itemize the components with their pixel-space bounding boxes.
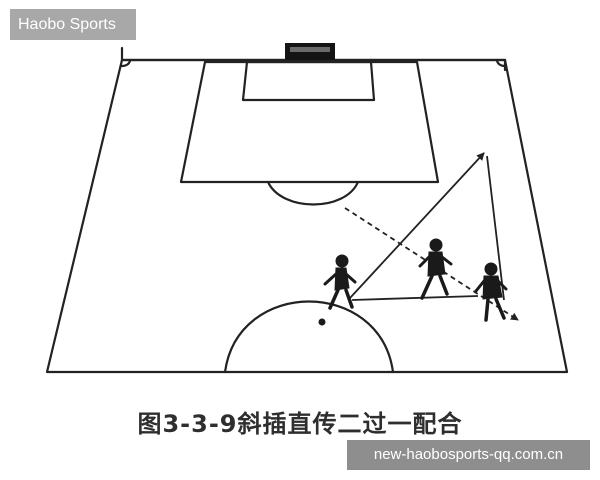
center-circle-arc [223, 300, 395, 374]
player-3 [474, 262, 508, 322]
goal-net-highlight [290, 47, 330, 52]
through-pass-line [486, 155, 505, 301]
wall-pass-line [349, 152, 485, 299]
goal-area [241, 60, 376, 102]
corner-arc-left [120, 58, 132, 68]
figure-caption: 图3-3-9斜插直传二过一配合 [137, 410, 463, 438]
penalty-arc [266, 180, 360, 206]
watermark-bottom: new-haobosports-qq.com.cn [347, 440, 590, 470]
player-1 [318, 254, 357, 326]
first-pass-line [351, 295, 479, 301]
pitch-outline [45, 58, 569, 374]
player-2 [418, 238, 453, 300]
watermark-top: Haobo Sports [10, 9, 136, 40]
corner-arc-right [495, 58, 507, 68]
penalty-area [179, 60, 440, 184]
